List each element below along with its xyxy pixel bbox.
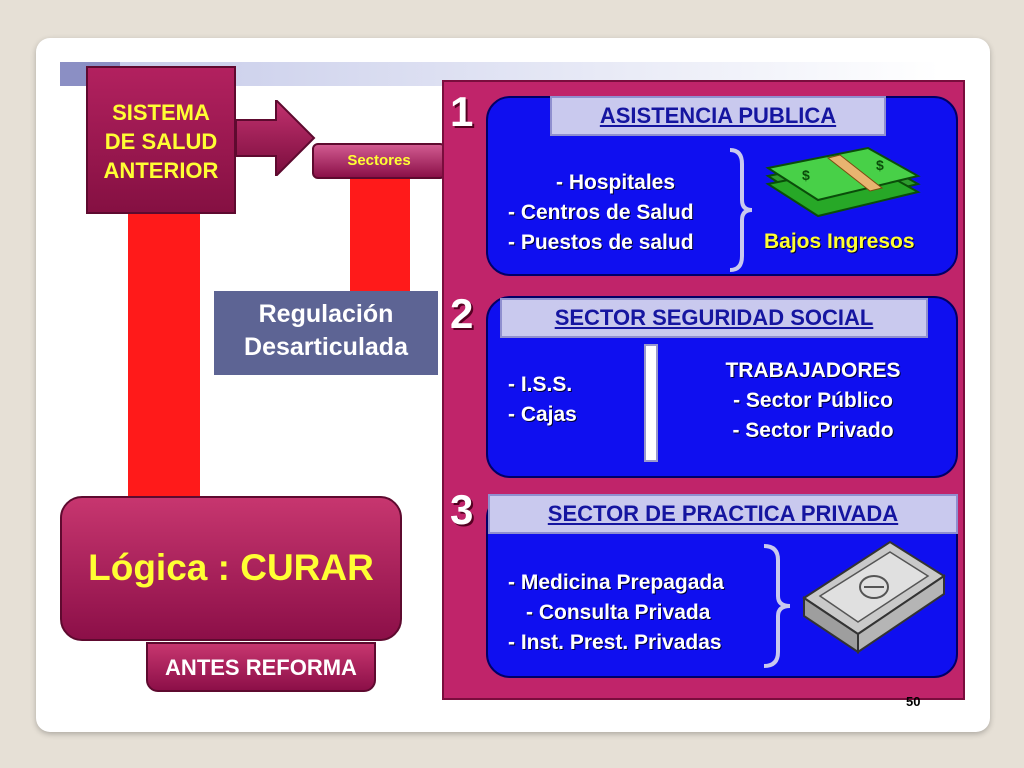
regulacion-line-1: Regulación — [258, 300, 394, 328]
section-1-number: 1 — [450, 88, 474, 135]
regulacion-line-2: Desarticulada — [244, 333, 408, 361]
sistema-line-3: ANTERIOR — [103, 158, 219, 183]
section-3-header: SECTOR DE PRACTICA PRIVADA — [488, 494, 958, 534]
brace-icon — [763, 544, 791, 668]
page-number: 50 — [906, 694, 921, 709]
section-2-item: - Cajas — [508, 403, 577, 426]
sistema-salud-box: SISTEMA DE SALUD ANTERIOR — [86, 66, 236, 214]
svg-text:$: $ — [876, 157, 884, 173]
section-1-header: ASISTENCIA PUBLICA — [550, 96, 886, 136]
antes-reforma-label: ANTES REFORMA — [146, 642, 376, 692]
logica-curar-box: Lógica : CURAR — [60, 496, 402, 641]
sistema-line-1: SISTEMA — [112, 100, 210, 125]
section-1-item: - Centros de Salud — [508, 201, 694, 224]
section-1-item: - Puestos de salud — [508, 231, 694, 254]
section-2-item: - I.S.S. — [508, 373, 573, 396]
trabajadores-title: TRABAJADORES — [725, 359, 901, 382]
section-1-items: - Hospitales - Centros de Salud - Puesto… — [508, 168, 694, 258]
sectores-connector-bar — [350, 179, 410, 293]
section-3-item: - Consulta Privada — [526, 601, 711, 624]
slide: SISTEMA DE SALUD ANTERIOR Sectores Regul… — [36, 38, 990, 732]
left-connector-bar — [128, 214, 200, 498]
trabajadores-block: TRABAJADORES - Sector Público - Sector P… — [698, 356, 928, 446]
regulacion-box: Regulación Desarticulada — [214, 291, 438, 375]
section-3-number: 3 — [450, 486, 474, 533]
section-3-item: - Medicina Prepagada — [508, 571, 724, 594]
sectores-label: Sectores — [312, 143, 446, 179]
section-3-items: - Medicina Prepagada - Consulta Privada … — [508, 568, 724, 658]
money-stack-green-icon: $ $ — [765, 146, 921, 218]
section-2-divider — [644, 344, 658, 462]
section-2-number: 2 — [450, 290, 474, 337]
right-arrow-icon — [236, 100, 316, 176]
bajos-ingresos-label: Bajos Ingresos — [764, 230, 915, 253]
money-stack-gray-icon — [802, 540, 946, 654]
section-2-header: SECTOR SEGURIDAD SOCIAL — [500, 298, 928, 338]
trabajadores-item: - Sector Público — [733, 389, 893, 412]
section-3-item: - Inst. Prest. Privadas — [508, 631, 722, 654]
section-2-items: - I.S.S. - Cajas — [508, 370, 577, 430]
svg-text:$: $ — [802, 167, 810, 183]
sectors-panel: 1 ASISTENCIA PUBLICA - Hospitales - Cent… — [442, 80, 965, 700]
section-1-item: - Hospitales — [556, 171, 676, 194]
trabajadores-item: - Sector Privado — [732, 419, 894, 442]
sistema-line-2: DE SALUD — [104, 129, 218, 154]
brace-icon — [729, 148, 753, 272]
